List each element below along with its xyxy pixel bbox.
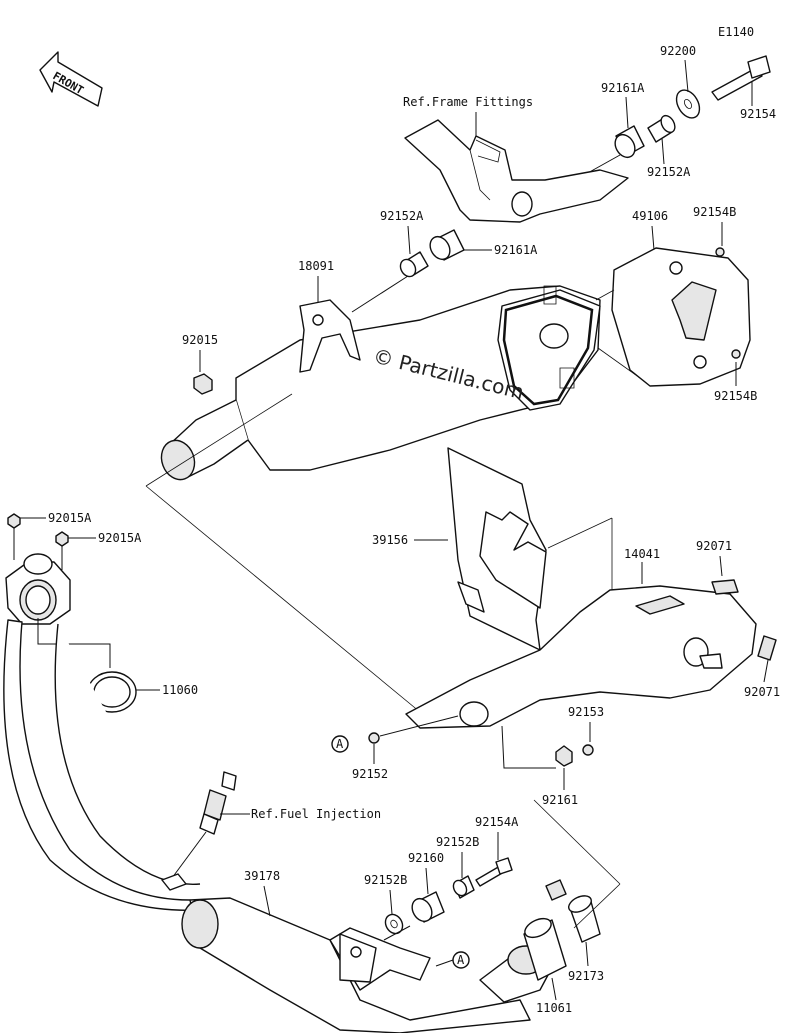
label-49106: 49106	[632, 209, 668, 223]
label-92152: 92152	[352, 767, 388, 781]
callout-a-bottom-label: A	[457, 953, 465, 967]
label-92015: 92015	[182, 333, 218, 347]
label-11060: 11060	[162, 683, 198, 697]
nut-92015A-2-icon	[55, 531, 69, 547]
label-92152A-top: 92152A	[647, 165, 691, 179]
label-92152B-low: 92152B	[364, 873, 407, 887]
grommet-92161A-top-icon	[614, 125, 645, 159]
label-92015A-2: 92015A	[98, 531, 142, 545]
label-92152A-mid: 92152A	[380, 209, 424, 223]
ref-fuel-injection: Ref.Fuel Injection	[251, 807, 381, 821]
label-92071-bot: 92071	[744, 685, 780, 699]
clip-92071-bot-icon	[757, 635, 777, 661]
label-92200: 92200	[660, 44, 696, 58]
collar-92152B-low-icon	[384, 913, 404, 935]
front-arrow-icon: FRONT	[39, 51, 103, 107]
diagram-code: E1140	[718, 25, 754, 39]
label-92173: 92173	[568, 969, 604, 983]
label-92160: 92160	[408, 851, 444, 865]
label-92152B-top: 92152B	[436, 835, 479, 849]
label-39156: 39156	[372, 533, 408, 547]
collar-92152A-mid-icon	[399, 251, 429, 278]
callout-a-top	[331, 735, 349, 753]
o2-sensor-icon	[199, 771, 237, 835]
label-92161: 92161	[542, 793, 578, 807]
label-92071-top: 92071	[696, 539, 732, 553]
washer-92200-icon	[675, 89, 701, 119]
label-18091: 18091	[298, 259, 334, 273]
label-92015A-1: 92015A	[48, 511, 92, 525]
muffler-cover-49106	[611, 247, 751, 387]
label-92154: 92154	[740, 107, 776, 121]
label-14041: 14041	[624, 547, 660, 561]
muffler-cover-14041	[405, 585, 757, 729]
label-92154B-top: 92154B	[693, 205, 736, 219]
label-92161A-mid: 92161A	[494, 243, 538, 257]
insulator-39156	[447, 447, 547, 651]
ref-frame-fittings: Ref.Frame Fittings	[403, 95, 533, 109]
label-92154A: 92154A	[475, 815, 519, 829]
label-39178: 39178	[244, 869, 280, 883]
washer-92152-icon	[368, 732, 380, 744]
label-11061: 11061	[536, 1001, 572, 1015]
collar-92152A-top-icon	[647, 114, 676, 143]
clip-92071-top-icon	[711, 579, 739, 595]
screw-92153-icon	[582, 744, 594, 756]
bolt-92154A-icon	[475, 857, 513, 887]
exhaust-pipe-39178	[3, 619, 557, 1033]
label-92153: 92153	[568, 705, 604, 719]
damper-92160-icon	[411, 891, 445, 923]
connector-pipe-11061	[523, 917, 567, 981]
nut-92015A-1-icon	[7, 513, 21, 529]
clamp-92173	[545, 879, 601, 943]
grommet-92161A-mid-icon	[429, 229, 465, 261]
exhaust-flange	[5, 553, 71, 625]
nut-92015-icon	[193, 373, 213, 395]
screw-92154B-top-icon	[715, 247, 725, 257]
screw-92154B-bot-icon	[731, 349, 741, 359]
collar-92152B-top-icon	[452, 875, 475, 899]
label-92154B-bot: 92154B	[714, 389, 757, 403]
bolt-92154-icon	[711, 55, 771, 101]
label-92161A-top: 92161A	[601, 81, 645, 95]
callout-a-top-label: A	[336, 737, 344, 751]
frame-fitting-bracket	[404, 119, 629, 223]
grommet-92161-icon	[555, 745, 573, 767]
muffler-18091	[160, 285, 601, 481]
